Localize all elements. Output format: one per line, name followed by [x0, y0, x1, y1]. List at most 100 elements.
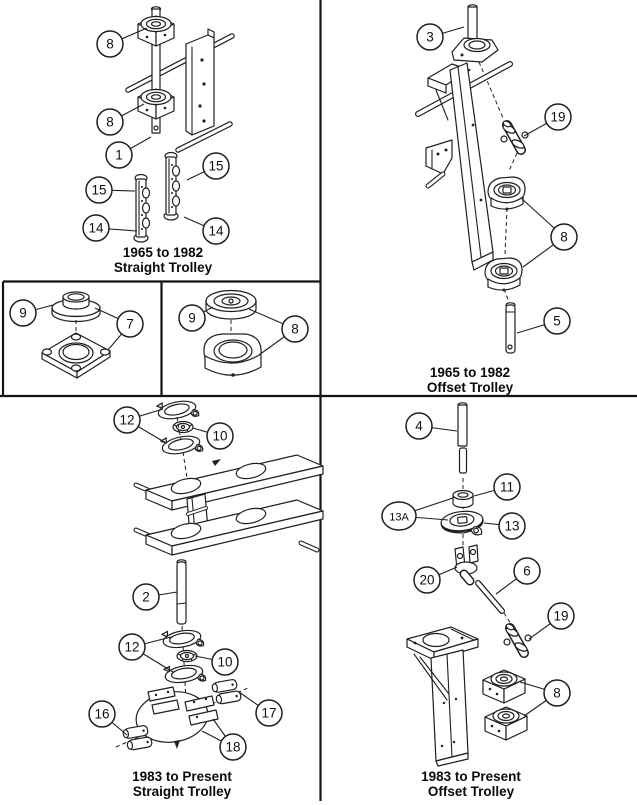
callout-13A: 13A: [381, 497, 454, 531]
callout-number: 4: [415, 419, 423, 434]
callout-circle: [543, 307, 571, 335]
callout-circle: [206, 422, 234, 450]
drawing-straight-trolley-1983: [115, 395, 324, 752]
caption-straight-trolley-1965: 1965 to 1982 Straight Trolley: [53, 245, 273, 275]
callout-8: 8: [96, 27, 148, 58]
callout-circle: [513, 557, 541, 585]
drawing-offset-trolley-1983: [406, 402, 531, 767]
callout-circle: [116, 310, 144, 338]
callout-circle: [96, 30, 124, 58]
caption-line2: Offset Trolley: [426, 380, 514, 395]
callout-15: 15: [85, 176, 136, 204]
callout-circle: [113, 406, 141, 434]
callout-number: 18: [225, 740, 240, 755]
callout-number: 8: [106, 115, 114, 130]
callout-number: 9: [188, 311, 196, 326]
caption-straight-trolley-1983: 1983 to Present Straight Trolley: [72, 769, 292, 799]
callout-circle: [105, 141, 133, 169]
caption-line1: 1965 to 1982: [122, 245, 204, 260]
callout-circle: [82, 214, 110, 242]
caption-line1: 1983 to Present: [132, 769, 232, 784]
callout-8: 8: [520, 197, 578, 268]
callout-4: 4: [405, 412, 458, 440]
callout-17: 17: [238, 691, 283, 727]
callout-number: 19: [553, 609, 568, 624]
callout-number: 19: [550, 110, 565, 125]
callout-number: 1: [115, 148, 123, 163]
callout-3: 3: [416, 23, 465, 51]
callout-9: 9: [178, 304, 214, 332]
callout-10: 10: [194, 648, 239, 676]
callout-16: 16: [88, 700, 128, 736]
callout-number: 17: [261, 706, 276, 721]
callout-circle: [9, 299, 37, 327]
callout-number: 10: [217, 655, 232, 670]
callout-number: 12: [119, 413, 134, 428]
callout-11: 11: [473, 473, 521, 501]
callout-8: 8: [519, 679, 571, 717]
callout-circle: [118, 633, 146, 661]
callout-5: 5: [516, 307, 571, 335]
caption-line2: Straight Trolley: [132, 784, 232, 799]
caption-offset-trolley-1983: 1983 to Present Offset Trolley: [361, 769, 581, 799]
callout-number: 8: [560, 230, 568, 245]
callout-circle: [544, 103, 572, 131]
drawing-straight-trolley-1965: [125, 6, 235, 243]
caption-line1: 1983 to Present: [421, 769, 521, 784]
callout-15: 15: [186, 152, 230, 181]
callout-circle: [255, 699, 283, 727]
callout-number: 8: [106, 37, 114, 52]
callout-circle: [413, 566, 441, 594]
callout-12: 12: [118, 633, 174, 673]
callout-circle: [88, 700, 116, 728]
callout-10: 10: [192, 422, 234, 450]
callout-14: 14: [183, 216, 230, 245]
callout-number: 2: [142, 590, 150, 605]
callout-number: 14: [208, 224, 224, 239]
callout-19: 19: [528, 602, 575, 640]
callout-circle: [381, 501, 417, 531]
callout-number: 20: [419, 573, 434, 588]
callout-18: 18: [201, 718, 247, 761]
callout-20: 20: [413, 566, 458, 594]
callout-14: 14: [82, 214, 138, 242]
callout-number: 5: [553, 314, 561, 329]
callout-circle: [211, 648, 239, 676]
callout-number: 13A: [389, 512, 409, 524]
callout-13: 13: [483, 512, 526, 540]
caption-line2: Offset Trolley: [427, 784, 515, 799]
drawing-bearing-d-housing: [203, 289, 262, 377]
callout-circle: [498, 512, 526, 540]
callout-number: 10: [212, 429, 227, 444]
callout-number: 8: [291, 322, 299, 337]
callout-circle: [493, 473, 521, 501]
callout-circle: [550, 223, 578, 251]
drawing-offset-trolley-1965: [415, 4, 528, 354]
callout-8: 8: [248, 308, 309, 356]
callout-circle: [281, 315, 309, 343]
callout-1: 1: [105, 136, 152, 169]
caption-line2: Straight Trolley: [113, 260, 213, 275]
callout-number: 13: [504, 519, 519, 534]
callout-12: 12: [113, 406, 167, 444]
callout-circle: [543, 679, 571, 707]
callout-circle: [405, 412, 433, 440]
callout-number: 7: [126, 317, 134, 332]
callout-number: 15: [91, 183, 106, 198]
callout-2: 2: [132, 583, 178, 611]
callout-number: 16: [94, 707, 109, 722]
callout-circle: [96, 108, 124, 136]
callout-circle: [178, 304, 206, 332]
callout-circle: [202, 152, 230, 180]
callout-number: 8: [553, 686, 561, 701]
caption-offset-trolley-1965: 1965 to 1982 Offset Trolley: [360, 365, 580, 395]
callout-circle: [85, 176, 113, 204]
callout-circle: [202, 217, 230, 245]
callout-circle: [219, 733, 247, 761]
callout-7: 7: [94, 307, 144, 351]
callout-number: 12: [124, 640, 139, 655]
callout-number: 15: [208, 159, 223, 174]
